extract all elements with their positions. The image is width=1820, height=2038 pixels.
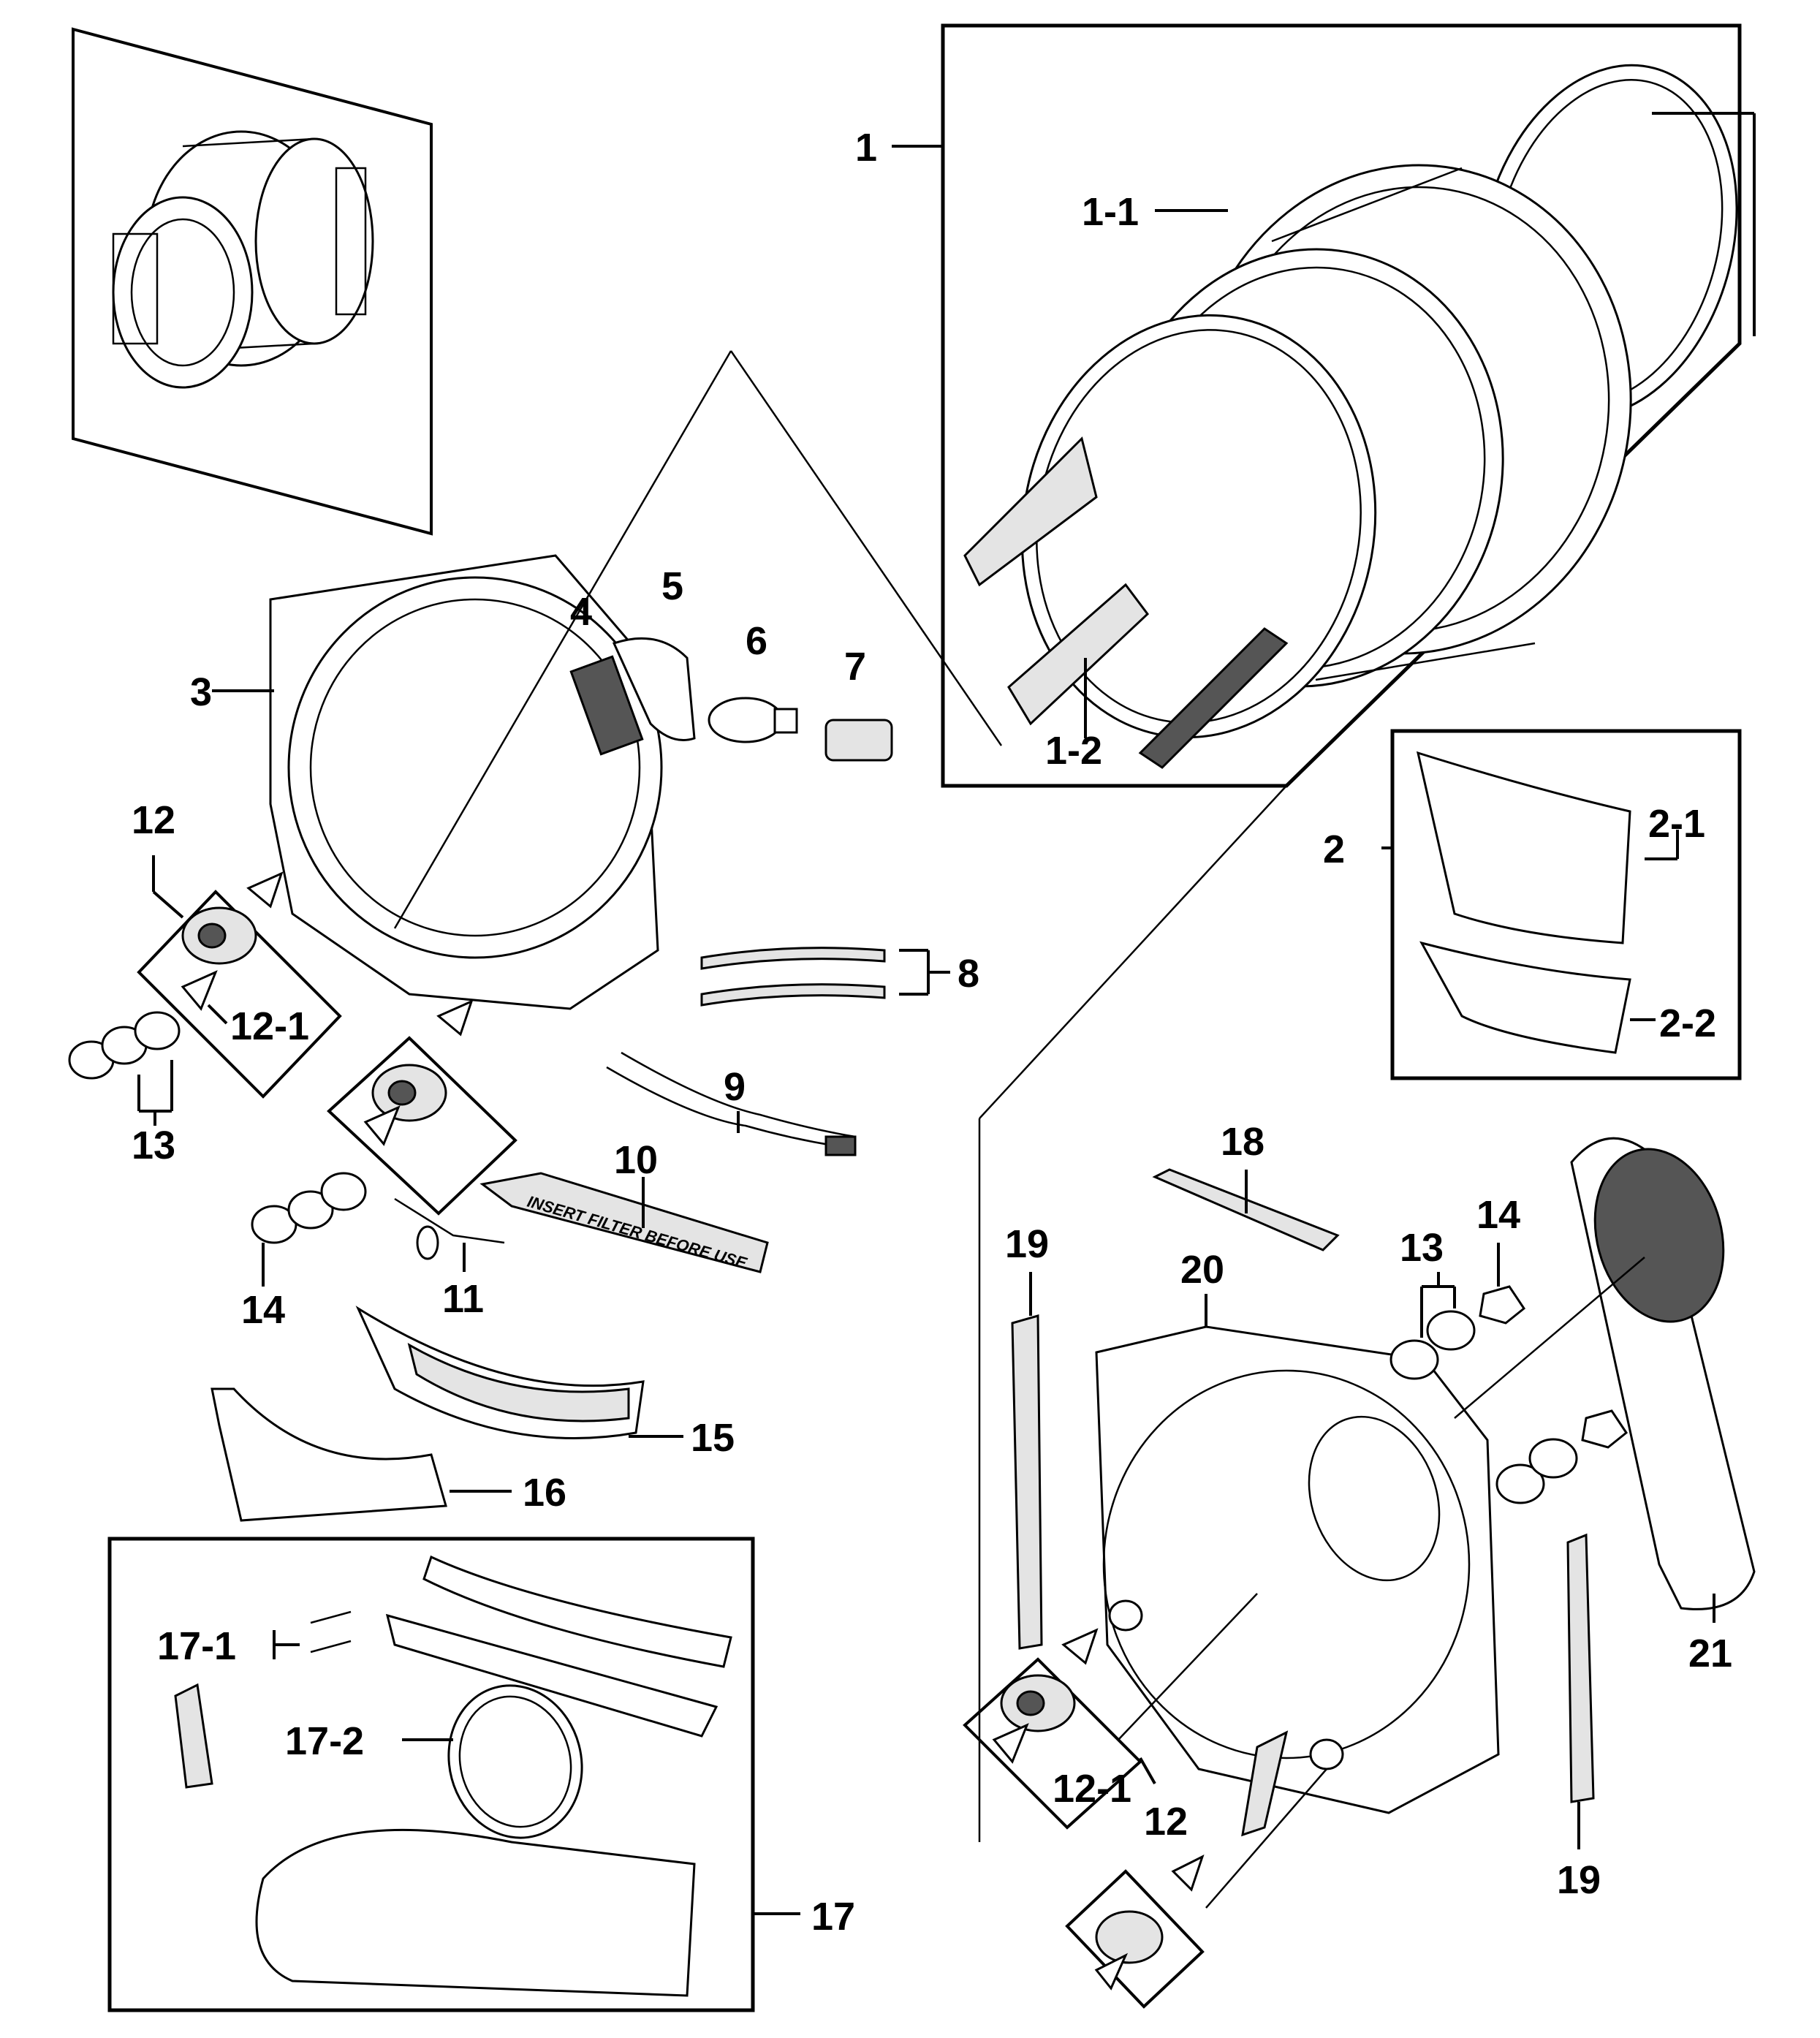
label-9: 9: [724, 1065, 746, 1109]
label-6: 6: [746, 619, 767, 663]
duct-group: [107, 1537, 800, 2012]
label-21: 21: [1688, 1632, 1732, 1675]
filter-group: [1381, 729, 1742, 1080]
label-10: 10: [614, 1138, 658, 1182]
front-roller-group: [68, 855, 517, 1287]
drum-assembly-group: [892, 23, 1756, 788]
label-16: 16: [523, 1471, 566, 1515]
label-2: 2: [1323, 827, 1345, 871]
lint-housing-group: [211, 1306, 683, 1522]
label-11: 11: [442, 1277, 484, 1321]
label-18: 18: [1221, 1120, 1264, 1164]
label-8: 8: [958, 952, 979, 996]
label-13: 13: [132, 1124, 175, 1167]
label-19-right: 19: [1557, 1858, 1601, 1902]
label-12-1-right: 12-1: [1053, 1767, 1131, 1811]
front-panel-group: INSERT FILTER BEFORE USE: [212, 350, 1003, 1273]
rear-panel-group: [963, 785, 1756, 2009]
label-12-right: 12: [1144, 1800, 1188, 1844]
label-1-1: 1-1: [1082, 190, 1139, 234]
label-14-right: 14: [1476, 1193, 1520, 1237]
label-17-1: 17-1: [157, 1624, 236, 1668]
label-12: 12: [132, 798, 175, 842]
assembly-thumbnail: [72, 27, 433, 536]
label-2-1: 2-1: [1648, 802, 1705, 846]
label-3: 3: [190, 670, 212, 714]
label-15: 15: [691, 1416, 735, 1460]
label-1-2: 1-2: [1045, 729, 1102, 773]
label-17: 17: [811, 1895, 855, 1939]
label-14: 14: [241, 1288, 285, 1332]
label-1: 1: [855, 126, 877, 170]
label-19-left: 19: [1005, 1222, 1049, 1266]
label-4: 4: [570, 590, 592, 634]
label-5: 5: [661, 564, 683, 608]
label-2-2: 2-2: [1659, 1001, 1716, 1045]
label-12-1: 12-1: [230, 1004, 309, 1048]
label-7: 7: [844, 645, 866, 689]
label-13-right: 13: [1400, 1226, 1444, 1270]
label-20: 20: [1180, 1248, 1224, 1292]
label-17-2: 17-2: [285, 1719, 364, 1763]
